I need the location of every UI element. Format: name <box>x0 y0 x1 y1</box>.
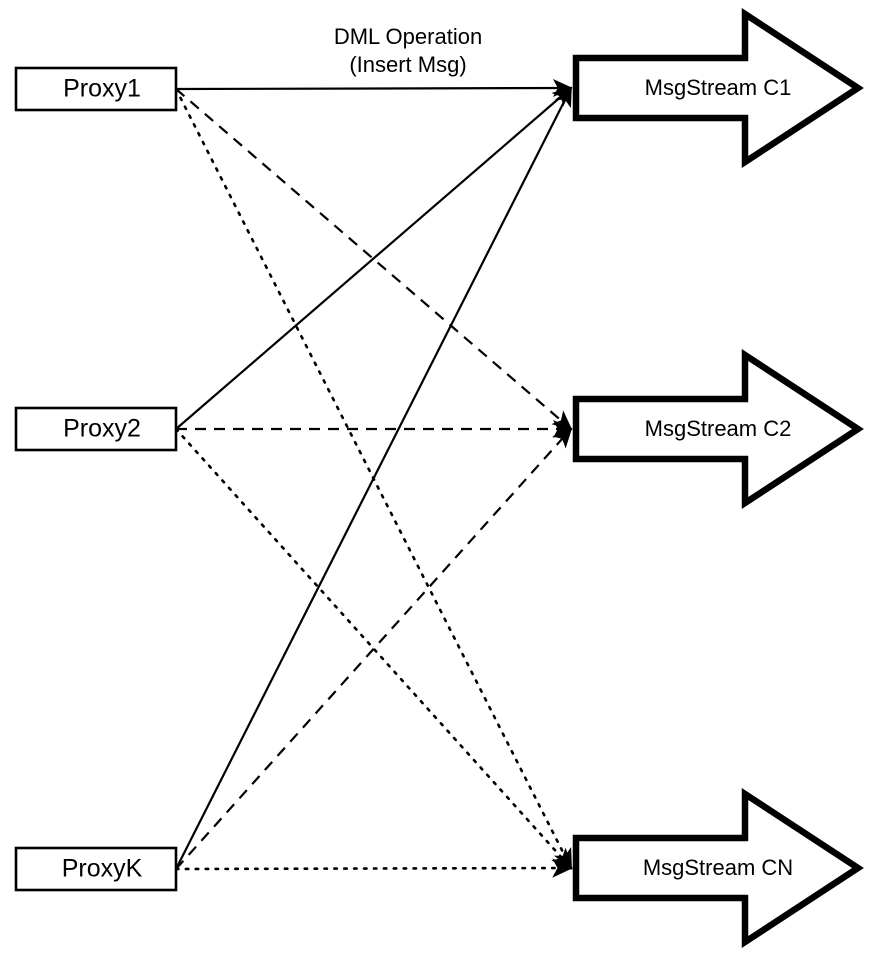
proxy-box-proxy2[interactable] <box>14 406 178 452</box>
connection-pk-c1 <box>175 86 572 870</box>
connection-p1-c1 <box>175 79 573 98</box>
connection-p2-c1 <box>175 86 573 430</box>
proxy-box-proxy1[interactable] <box>14 66 178 112</box>
connection-pk-cn <box>174 858 574 878</box>
stream-arrow-shape-msgstream_cn[interactable] <box>572 787 864 949</box>
proxy-box-proxyk[interactable] <box>14 846 178 892</box>
proxy-label-proxyk: ProxyK <box>62 855 143 883</box>
proxy-node-proxyk[interactable]: ProxyK <box>14 846 178 892</box>
connection-pk-c2 <box>175 427 573 870</box>
streams-layer: MsgStream C1 MsgStream C2 MsgStream CN <box>572 7 864 949</box>
stream-arrow-shape-msgstream_c1[interactable] <box>572 7 864 169</box>
stream-node-msgstream_c2[interactable]: MsgStream C2 <box>572 348 864 510</box>
stream-label-msgstream_c2: MsgStream C2 <box>645 416 792 441</box>
connection-p1-c2 <box>175 88 573 431</box>
proxy-label-proxy2: Proxy2 <box>63 415 141 443</box>
stream-node-msgstream_cn[interactable]: MsgStream CN <box>572 787 864 949</box>
proxy-label-proxy1: Proxy1 <box>63 75 141 103</box>
stream-label-msgstream_c1: MsgStream C1 <box>645 75 792 100</box>
dml-operation-label: DML Operation (Insert Msg) <box>334 24 482 77</box>
dml-operation-label-line1: DML Operation <box>334 24 482 49</box>
stream-arrow-shape-msgstream_c2[interactable] <box>572 348 864 510</box>
stream-label-msgstream_cn: MsgStream CN <box>643 855 793 880</box>
connection-p2-cn <box>174 427 573 870</box>
dml-operation-label-line2: (Insert Msg) <box>349 52 466 77</box>
proxy-node-proxy1[interactable]: Proxy1 <box>14 66 178 112</box>
stream-node-msgstream_c1[interactable]: MsgStream C1 <box>572 7 864 169</box>
proxy-node-proxy2[interactable]: Proxy2 <box>14 406 178 452</box>
connections-layer <box>174 79 574 878</box>
